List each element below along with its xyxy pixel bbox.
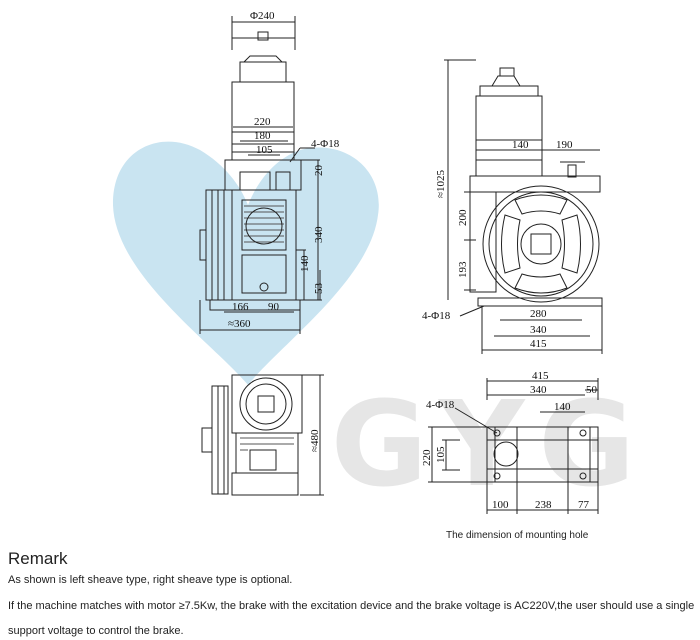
- front-view-labels: Φ240 220 180 105 4-Φ18 20 340 140 53 166…: [228, 10, 340, 330]
- dim-mount-holes: 4-Φ18: [426, 399, 455, 411]
- dim-width-90: 90: [268, 301, 280, 313]
- watermark-brand: GYG: [331, 375, 650, 513]
- dim-height-53: 53: [313, 283, 325, 295]
- dim-mount-140: 140: [554, 401, 571, 413]
- dim-mount-77: 77: [578, 499, 590, 511]
- top-view: [201, 374, 324, 496]
- remark-title: Remark: [8, 549, 68, 568]
- dim-height-20: 20: [313, 165, 325, 177]
- remark-line-3: support voltage to control the brake.: [8, 625, 184, 637]
- dim-mounting-holes: 4-Φ18: [311, 138, 340, 150]
- technical-drawing: GYG: [112, 10, 650, 514]
- mounting-hole-caption: The dimension of mounting hole: [446, 530, 589, 541]
- dim-width-220: 220: [254, 116, 271, 128]
- side-view-labels: ≈1025 140 190 200 193 4-Φ18 280 340 415: [422, 139, 573, 350]
- dim-width-360: ≈360: [228, 318, 251, 330]
- dim-height-193: 193: [457, 261, 469, 278]
- dim-width-280: 280: [530, 308, 547, 320]
- front-view: [199, 16, 322, 334]
- dim-width-340: 340: [530, 324, 547, 336]
- watermark: GYG: [112, 141, 650, 513]
- dim-sheave-diameter: Φ240: [250, 10, 275, 22]
- watermark-heart: [112, 141, 379, 385]
- dim-mount-100: 100: [492, 499, 509, 511]
- dim-width-105: 105: [256, 144, 273, 156]
- dim-height-340: 340: [313, 226, 325, 243]
- mounting-view: [428, 378, 599, 514]
- dim-width-415: 415: [530, 338, 547, 350]
- dim-height-140: 140: [299, 255, 311, 272]
- top-view-labels: ≈480: [309, 429, 321, 452]
- remark-line-2: If the machine matches with motor ≥7.5Kw…: [8, 600, 695, 612]
- dim-mount-238: 238: [535, 499, 552, 511]
- dim-mount-105: 105: [435, 446, 447, 463]
- dim-height-200: 200: [457, 209, 469, 226]
- mounting-view-labels: 415 340 50 4-Φ18 140 220 105 100 238 77: [421, 370, 598, 511]
- side-view: [444, 59, 603, 354]
- dim-height-1025: ≈1025: [435, 169, 447, 198]
- dim-mount-415: 415: [532, 370, 549, 382]
- dim-mount-340: 340: [530, 384, 547, 396]
- dim-width-140: 140: [512, 139, 529, 151]
- dim-mounting-holes-side: 4-Φ18: [422, 310, 451, 322]
- dim-width-166: 166: [232, 301, 249, 313]
- dim-mount-50: 50: [586, 384, 598, 396]
- remark-line-1: As shown is left sheave type, right shea…: [8, 574, 293, 586]
- dim-width-190: 190: [556, 139, 573, 151]
- dim-mount-220: 220: [421, 449, 433, 466]
- dim-height-480: ≈480: [309, 429, 321, 452]
- dim-width-180: 180: [254, 130, 271, 142]
